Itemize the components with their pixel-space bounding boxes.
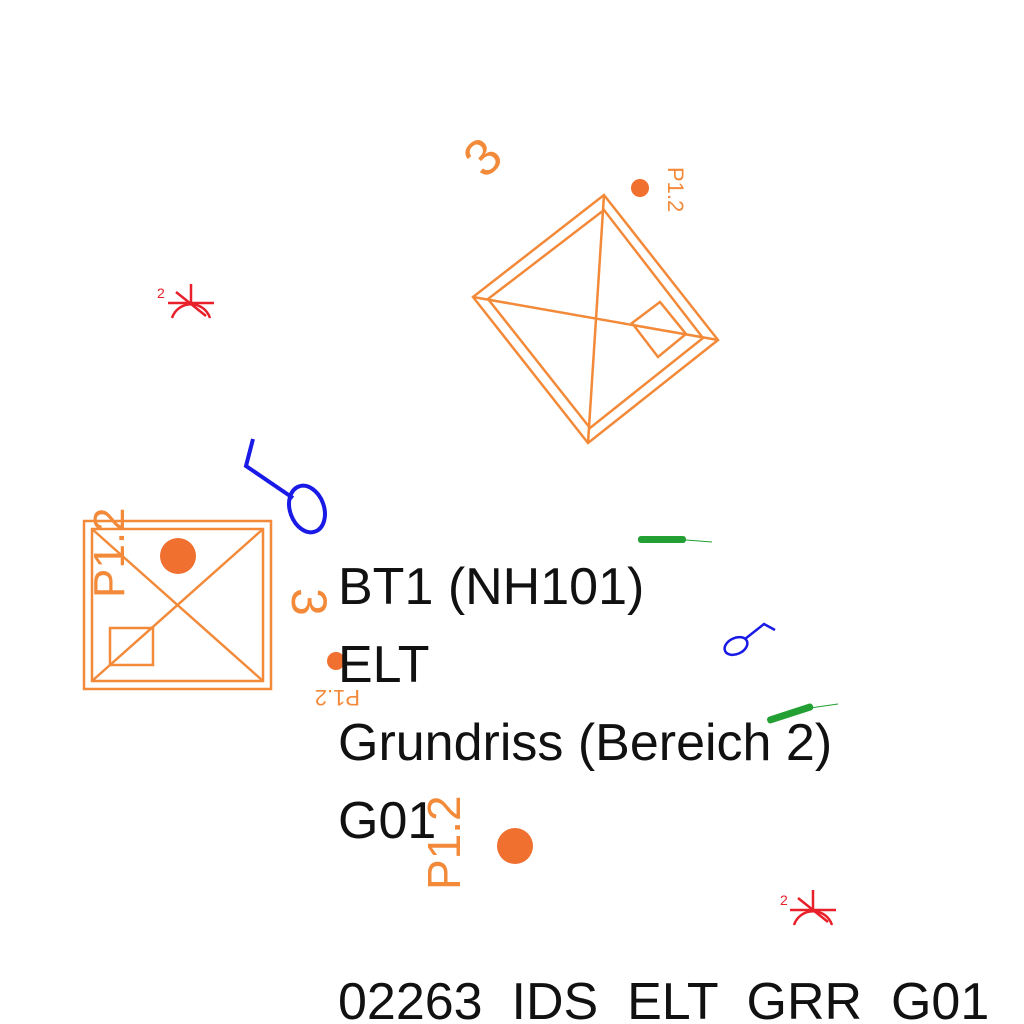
- cable-marking: [638, 536, 713, 543]
- socket-symbol: [790, 890, 836, 926]
- fixture-dot: [631, 179, 649, 197]
- socket-symbol: [168, 284, 214, 319]
- fixture-dot: [160, 538, 196, 574]
- discipline-label: ELT: [338, 636, 430, 694]
- fixture-dot: [327, 652, 345, 670]
- fixture-dot: [497, 828, 533, 864]
- cable-marking: [767, 703, 839, 724]
- light-fixture-rotated: [471, 193, 720, 445]
- switch-symbol: [243, 438, 327, 535]
- socket-tag-label: 2: [157, 285, 165, 301]
- sheet-code-label: 02263 IDS ELT GRR G01: [338, 973, 990, 1024]
- light-fixture-square: [82, 519, 273, 691]
- floor-label: G01: [338, 792, 437, 850]
- title-block: BT1 (NH101) ELT Grundriss (Bereich 2) G0…: [338, 548, 1024, 860]
- fixture-number-label: 3: [452, 127, 513, 188]
- fixture-tag-label: P1.2: [418, 795, 470, 890]
- socket-tag-label: 2: [780, 892, 788, 908]
- fixture-tag-label: P1.2: [85, 507, 134, 598]
- switch-symbol: [723, 622, 776, 657]
- fixture-tag-label: P1.2: [663, 167, 688, 212]
- drawing-title: Grundriss (Bereich 2): [338, 714, 833, 772]
- fixture-tag-label: P1.2: [315, 685, 360, 710]
- project-label: BT1 (NH101): [338, 558, 645, 616]
- fixture-number-label: 3: [281, 588, 337, 616]
